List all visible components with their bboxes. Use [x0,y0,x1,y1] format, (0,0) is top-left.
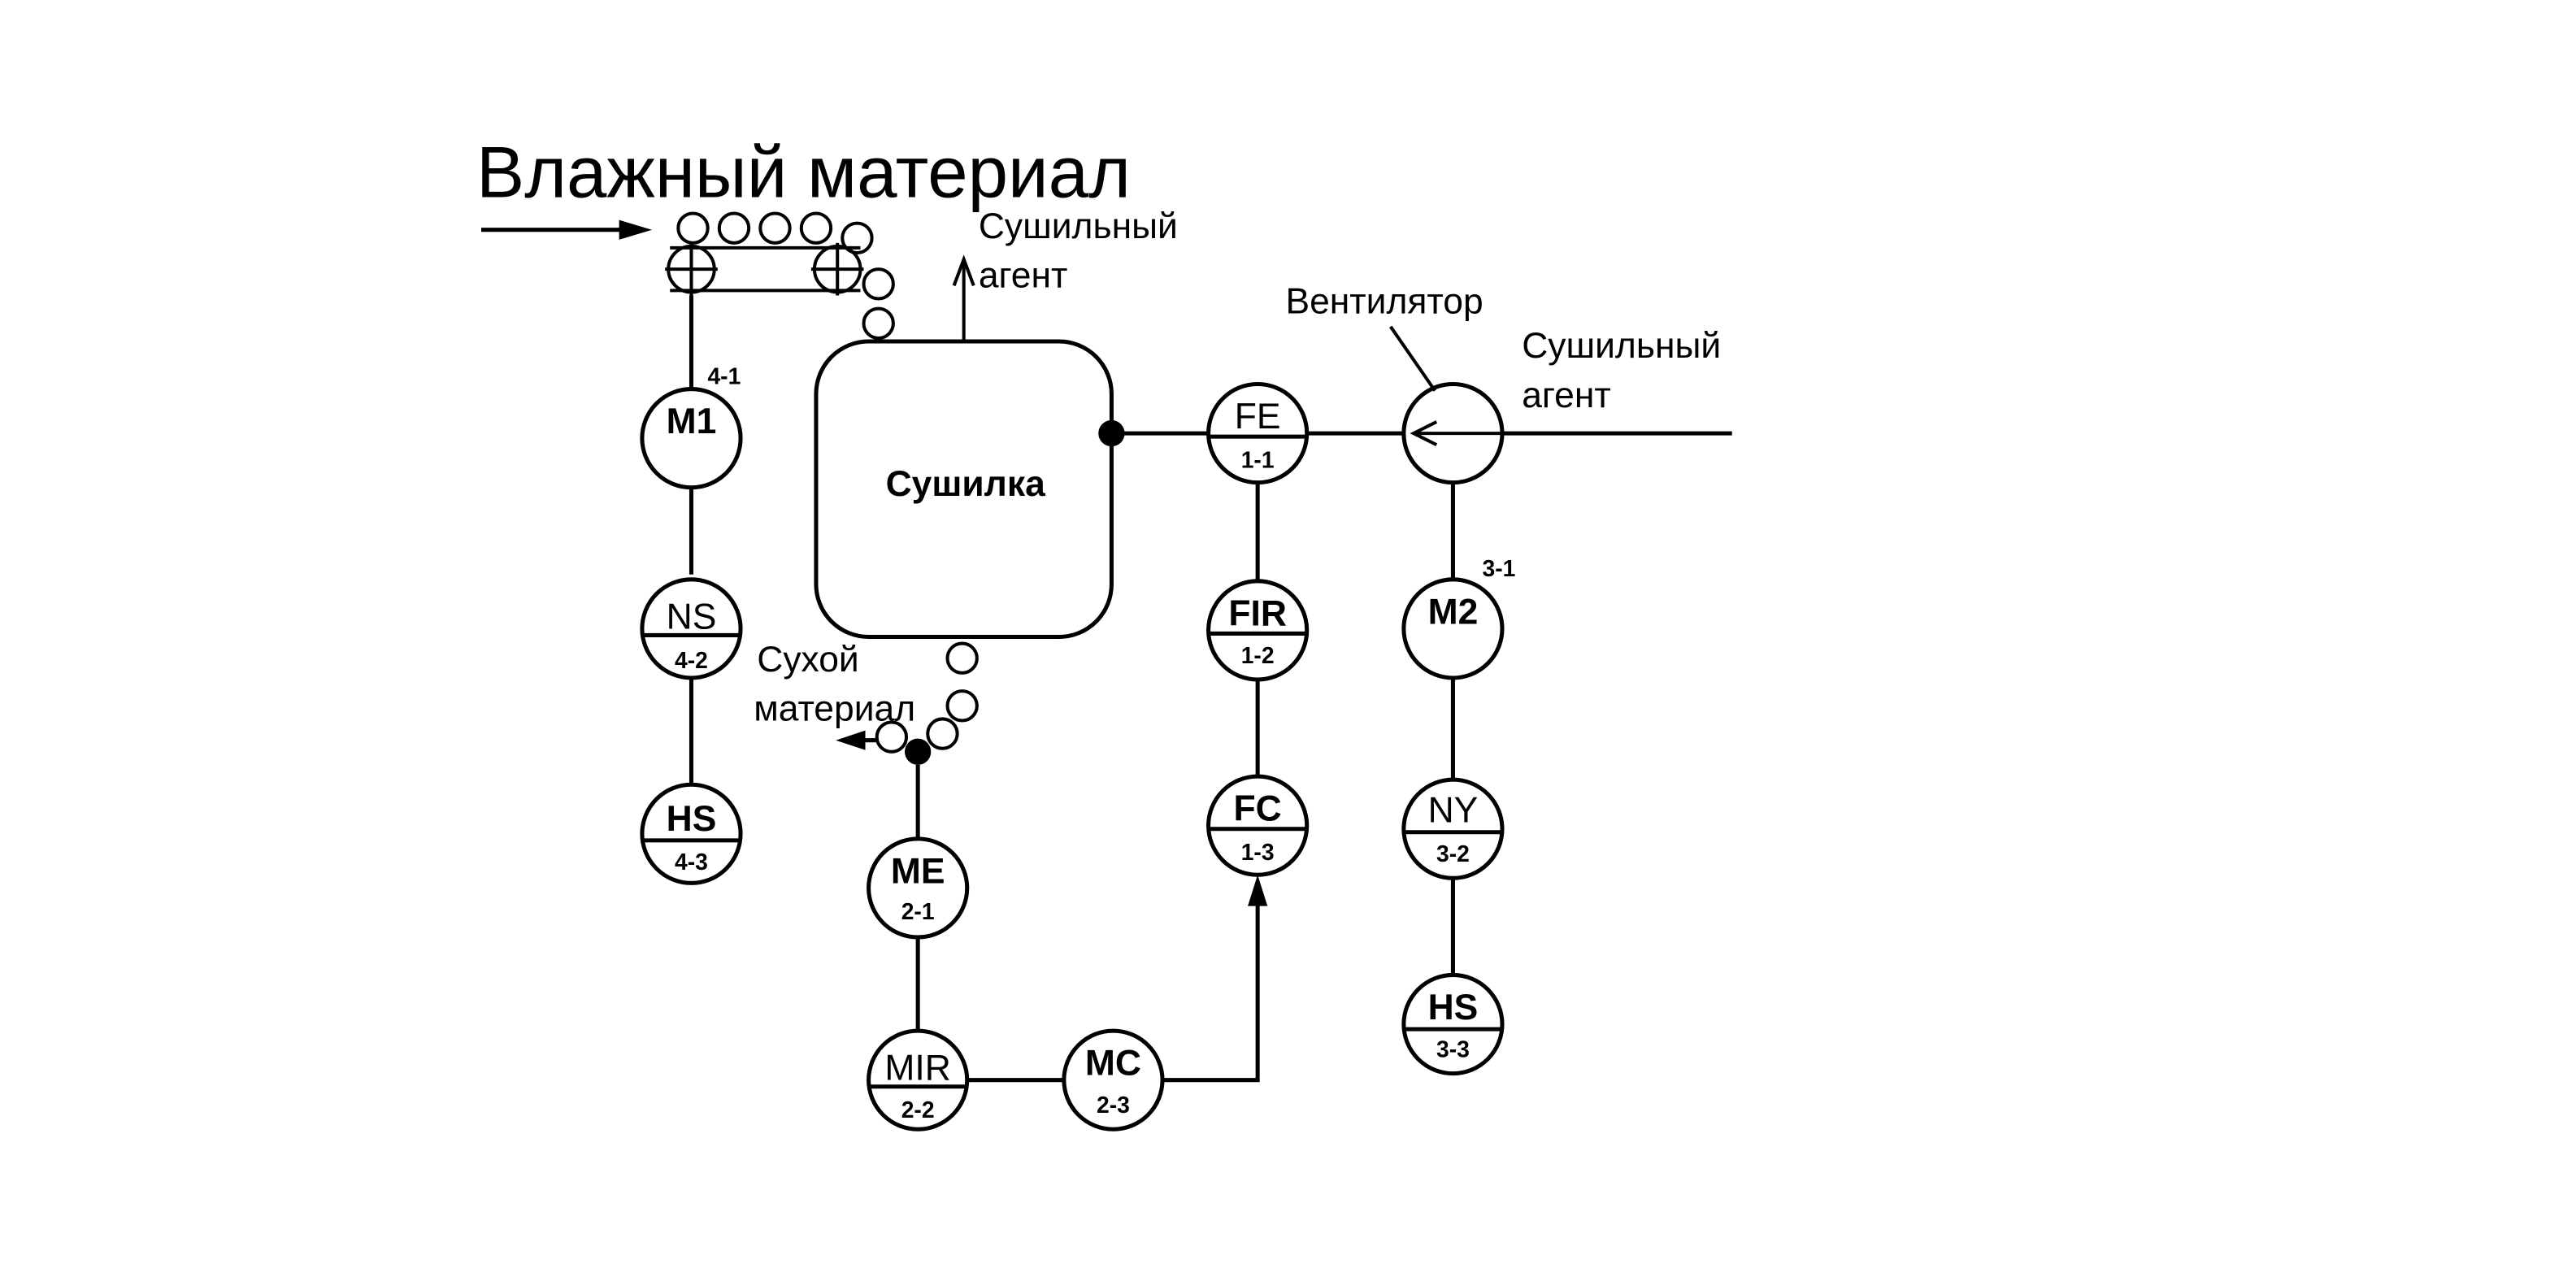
conveyor-roller-left [665,242,718,296]
fe-code: FE [1235,397,1281,437]
fir-code: FIR [1228,593,1287,633]
m2-code: M2 [1428,592,1479,632]
instrument-ns: NS 4-2 [640,577,743,680]
mir-num: 2-2 [901,1097,935,1123]
instrument-fir: FIR 1-2 [1206,579,1310,682]
wet-material-label: Влажный материал [476,132,1131,212]
instrument-me: ME 2-1 [867,836,970,940]
mc-num: 2-3 [1097,1092,1130,1118]
m1-code: M1 [667,402,717,441]
hs3-code: HS [1428,988,1479,1027]
mir-code: MIR [884,1049,950,1088]
conveyor-granule [841,221,874,254]
conveyor-granule [758,211,792,245]
fc-num: 1-3 [1241,839,1275,865]
hs4-code: HS [667,799,717,839]
dry-granule [875,720,909,754]
conveyor-granule [862,267,895,301]
wet-material-inlet: Влажный материал [476,132,1131,240]
inlet-agent-label-1: Сушильный [1522,326,1721,366]
dryer: Сушилка [814,339,1125,640]
dry-material-label-1: Сухой [757,640,858,680]
dry-granule [945,641,979,675]
ns-num: 4-2 [675,647,708,673]
me-code: ME [891,851,945,891]
conveyor-granule [799,211,833,245]
dry-outlet-arrowhead [836,730,866,750]
conveyor-granule [862,306,895,340]
dry-granule [945,689,979,723]
outlet-label-2: агент [979,255,1067,295]
instrument-fe: FE 1-1 [1206,381,1310,485]
fc-code: FC [1234,789,1282,829]
instrument-fc: FC 1-3 [1206,774,1310,877]
instrument-ny: NY 3-2 [1401,777,1505,880]
instrument-hs-4: HS 4-3 [640,782,743,885]
hs3-num: 3-3 [1436,1036,1470,1062]
instrument-mir: MIR 2-2 [867,1028,970,1131]
mc-fc-link [1162,894,1260,1083]
fan: Вентилятор [1285,282,1505,485]
motor-m1: M1 4-1 [640,363,743,490]
dry-granule [926,717,959,750]
hs4-num: 4-3 [675,849,708,875]
motor-m2: M2 3-1 [1401,555,1516,680]
outlet-label-1: Сушильный [979,206,1178,246]
conveyor [665,211,895,340]
dry-material-outlet: Сухой материал [754,640,979,765]
fan-leader-line [1389,325,1436,392]
inlet-agent-label-2: агент [1522,376,1610,415]
conveyor-roller-right [810,242,864,296]
fe-num: 1-1 [1241,446,1275,472]
dry-material-dot [904,738,932,765]
dry-material-label-2: материал [754,688,915,728]
ns-code: NS [667,597,717,636]
conveyor-granule [717,211,751,245]
drying-agent-outlet: Сушильный агент [952,206,1178,342]
ny-num: 3-2 [1436,840,1470,867]
m1-num: 4-1 [707,363,741,389]
instrument-mc: MC 2-3 [1062,1028,1165,1131]
m2-num: 3-1 [1483,555,1516,581]
outlet-arrowhead [952,254,975,287]
me-num: 2-1 [901,898,935,924]
inlet-arrowhead [619,219,653,240]
fan-label: Вентилятор [1285,282,1483,322]
ny-code: NY [1428,791,1479,831]
dryer-label: Сушилка [886,464,1046,504]
mc-code: MC [1085,1044,1141,1084]
fir-num: 1-2 [1241,642,1275,668]
mc-fc-arrowhead [1248,875,1268,906]
instrument-hs-3: HS 3-3 [1401,972,1505,1076]
conveyor-granule [676,211,710,245]
